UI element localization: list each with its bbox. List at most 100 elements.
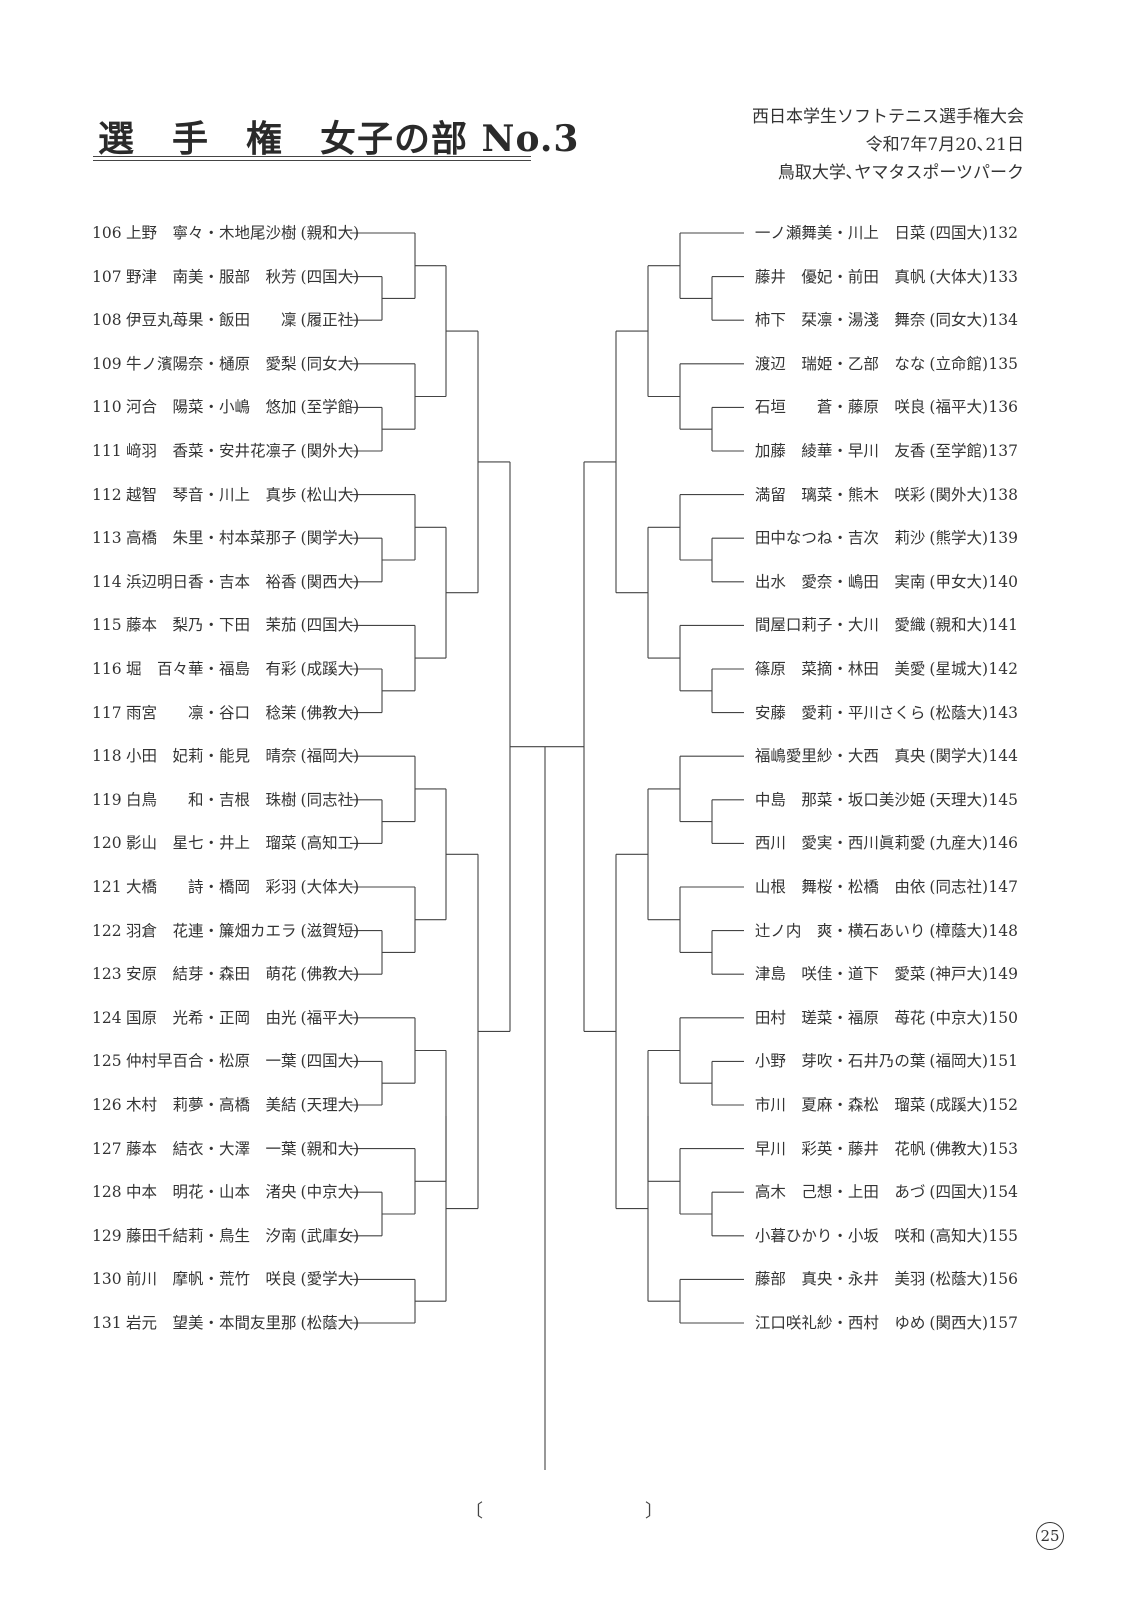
entry-number: 134 — [988, 311, 1018, 330]
entry-number: 112 — [92, 485, 122, 504]
entry-number: 152 — [988, 1096, 1018, 1114]
player-names: 﨑羽 香菜・安井花凛子 — [126, 442, 297, 460]
player-names: 牛ノ濱陽奈・樋原 愛梨 — [126, 354, 297, 373]
school-name: (熊学大) — [929, 529, 988, 548]
bracket-entry: 中島 那菜・坂口美沙姫(天理大)145 — [755, 788, 1018, 812]
entry-number: 128 — [92, 1183, 122, 1202]
school-name: (福平大) — [300, 1008, 360, 1027]
bracket-entry: 石垣 蒼・藤原 咲良(福平大)136 — [755, 395, 1018, 419]
player-names: 野津 南美・服部 秋芳 — [126, 267, 297, 286]
result-bracket-open: 〔 — [465, 1501, 483, 1522]
entry-number: 126 — [92, 1096, 122, 1114]
entry-number: 157 — [988, 1314, 1018, 1332]
player-names: 前川 摩帆・荒竹 咲良 — [126, 1270, 297, 1289]
school-name: (中京大) — [300, 1183, 360, 1202]
bracket-entry: 安藤 愛莉・平川さくら(松蔭大)143 — [755, 701, 1018, 725]
bracket-entry: 高木 己想・上田 あづ(四国大)154 — [755, 1180, 1018, 1204]
school-name: (福岡大) — [929, 1052, 988, 1071]
entry-number: 146 — [988, 834, 1018, 853]
entry-number: 131 — [92, 1314, 122, 1332]
entry-number: 145 — [988, 790, 1018, 809]
school-name: (天理大) — [300, 1096, 360, 1114]
entry-number: 117 — [92, 703, 122, 722]
player-names: 市川 夏麻・森松 瑠菜 — [754, 1096, 926, 1114]
school-name: (九産大) — [929, 834, 988, 853]
player-names: 間屋口莉子・大川 愛織 — [754, 616, 926, 635]
bracket-entry: 柿下 栞凛・湯淺 舞奈(同女大)134 — [755, 308, 1018, 332]
entry-number: 118 — [92, 747, 122, 766]
page-title: 選 手 権 女子の部 No.3 — [98, 118, 580, 160]
player-names: 岩元 望美・本間友里那 — [126, 1314, 297, 1332]
bracket-entry: 藤部 真央・永井 美羽(松蔭大)156 — [755, 1267, 1018, 1291]
player-names: 安原 結芽・森田 萌花 — [126, 965, 297, 984]
entry-number: 132 — [988, 224, 1018, 242]
player-names: 藤井 優妃・前田 真帆 — [754, 267, 926, 286]
entry-number: 124 — [92, 1008, 122, 1027]
player-names: 田村 瑳菜・福原 苺花 — [754, 1008, 926, 1027]
school-name: (佛教大) — [929, 1139, 988, 1158]
school-name: (松蔭大) — [929, 1270, 988, 1289]
entry-number: 137 — [988, 442, 1018, 460]
player-names: 石垣 蒼・藤原 咲良 — [754, 398, 926, 417]
bracket-entry: 一ノ瀬舞美・川上 日菜(四国大)132 — [755, 221, 1018, 245]
school-name: (四国大) — [300, 267, 360, 286]
bracket-entry: 藤井 優妃・前田 真帆(大体大)133 — [755, 265, 1018, 289]
player-names: 福嶋愛里紗・大西 真央 — [754, 747, 926, 766]
player-names: 中本 明花・山本 渚央 — [126, 1183, 297, 1202]
school-name: (親和大) — [300, 1139, 360, 1158]
entry-number: 111 — [92, 442, 122, 460]
school-name: (立命館) — [929, 354, 988, 373]
result-bracket-close: 〕 — [645, 1501, 663, 1522]
school-name: (関学大) — [300, 529, 360, 548]
entry-number: 109 — [92, 354, 122, 373]
player-names: 高木 己想・上田 あづ — [754, 1183, 926, 1202]
school-name: (佛教大) — [300, 965, 360, 984]
school-name: (関外大) — [300, 442, 360, 460]
bracket-entry: 田中なつね・吉次 莉沙(熊学大)139 — [755, 526, 1018, 550]
school-name: (同女大) — [300, 354, 360, 373]
player-names: 満留 璃菜・熊木 咲彩 — [754, 485, 926, 504]
bracket-entry: 津島 咲佳・道下 愛菜(神戸大)149 — [755, 962, 1018, 986]
school-name: (大体大) — [300, 878, 360, 896]
school-name: (武庫女) — [300, 1226, 360, 1245]
entry-number: 129 — [92, 1226, 122, 1245]
school-name: (至学館) — [929, 442, 988, 460]
school-name: (高知大) — [929, 1226, 988, 1245]
bracket-entry: 出水 愛奈・嶋田 実南(甲女大)140 — [755, 570, 1018, 594]
entry-number: 121 — [92, 878, 122, 896]
school-name: (関学大) — [929, 747, 988, 766]
entry-number: 115 — [92, 616, 122, 635]
player-names: 藤田千結莉・鳥生 汐南 — [126, 1226, 297, 1245]
school-name: (親和大) — [300, 224, 360, 242]
entry-number: 120 — [92, 834, 122, 853]
bracket-entry: 山根 舞桜・松橋 由依(同志社)147 — [755, 875, 1018, 899]
school-name: (松蔭大) — [300, 1314, 360, 1332]
entry-number: 149 — [988, 965, 1018, 984]
entry-number: 114 — [92, 572, 122, 591]
bracket-entry: 小暮ひかり・小坂 咲和(高知大)155 — [755, 1224, 1018, 1248]
player-names: 篠原 菜摘・林田 美愛 — [754, 660, 926, 678]
entry-number: 106 — [92, 224, 122, 242]
school-name: (福平大) — [929, 398, 988, 417]
player-names: 藤部 真央・永井 美羽 — [754, 1270, 926, 1289]
school-name: (至学館) — [300, 398, 360, 417]
entry-number: 130 — [92, 1270, 122, 1289]
entry-number: 156 — [988, 1270, 1018, 1289]
school-name: (樟蔭大) — [929, 921, 988, 940]
player-names: 藤本 結衣・大澤 一葉 — [126, 1139, 297, 1158]
player-names: 安藤 愛莉・平川さくら — [754, 703, 926, 722]
player-names: 大橋 詩・橋岡 彩羽 — [126, 878, 297, 896]
